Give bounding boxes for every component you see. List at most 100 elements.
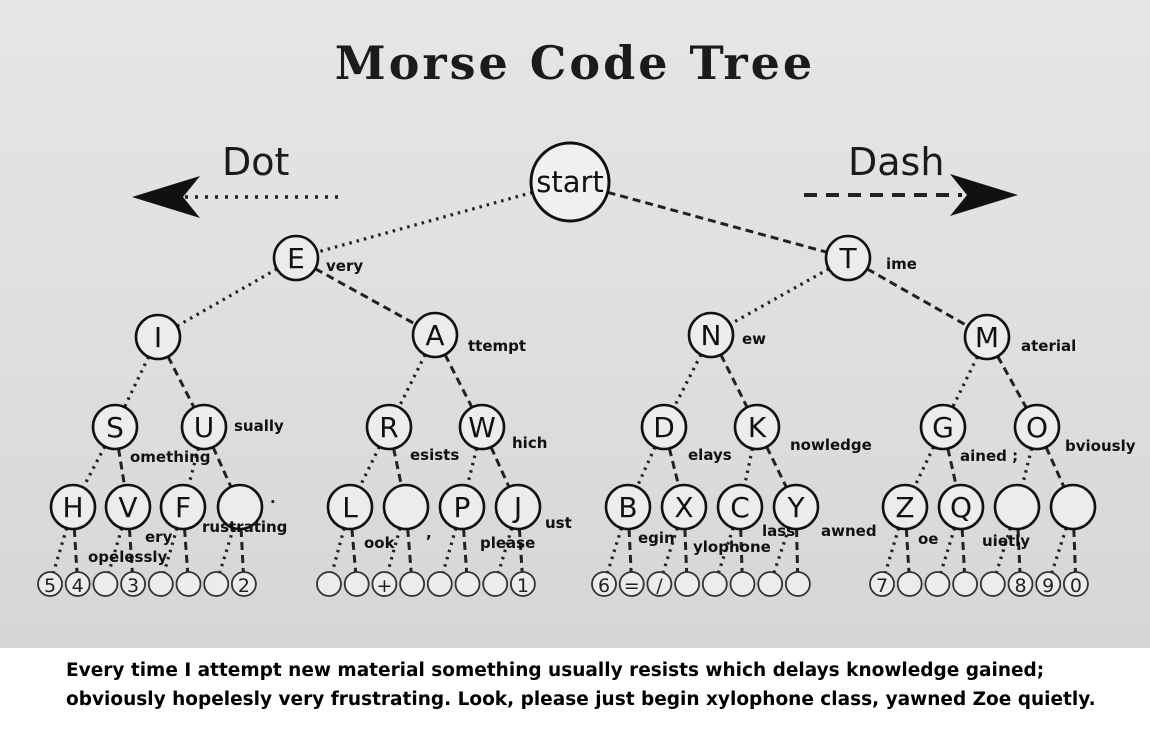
- leaf-node: [1063, 571, 1089, 597]
- annotation-E: very: [326, 257, 364, 275]
- edge-e3-leaf29-dash: [1016, 528, 1022, 573]
- leaf-label: 6: [598, 575, 610, 597]
- edge-e3-leaf28-dot: [994, 527, 1012, 574]
- node-empty: [993, 483, 1041, 531]
- leaf-node: [371, 571, 398, 597]
- leaf-label: +: [376, 575, 392, 597]
- annotation-L: ook: [364, 534, 395, 552]
- leaf-node: [646, 571, 673, 597]
- annotation-A: ttempt: [468, 337, 527, 355]
- node-empty: [216, 483, 264, 531]
- leaf-node: [37, 571, 63, 597]
- leaf-label: 2: [238, 575, 250, 597]
- annotation-S: omething: [130, 448, 211, 466]
- annotation-X: ylophone: [693, 538, 771, 556]
- edge-G-Q-dash: [946, 448, 958, 486]
- leaf-label: 8: [1014, 575, 1026, 597]
- node-I: [134, 313, 182, 361]
- edge-K-C-dot: [743, 448, 754, 486]
- node-Y: [772, 483, 820, 531]
- node-label-P: P: [454, 491, 471, 524]
- annotation-U: sually: [234, 417, 284, 435]
- edge-M-G-dot: [951, 356, 979, 408]
- node-label-L: L: [342, 491, 358, 524]
- edge-A-W-dash: [443, 353, 474, 409]
- annotation-B: egin: [638, 529, 675, 547]
- node-label-J: J: [512, 491, 522, 524]
- leaf-node-empty: [701, 571, 728, 597]
- leaf-label: =: [624, 575, 640, 597]
- leaf-node-empty: [454, 571, 481, 597]
- leaf-node-empty: [175, 571, 202, 597]
- edge-R-L-dot: [358, 446, 381, 488]
- edge-B-leaf16-dot: [606, 527, 623, 574]
- edge-N-D-dot: [672, 353, 703, 409]
- caption-line-2: obviously hopelesly very frustrating. Lo…: [66, 689, 1096, 710]
- leaf-node-empty: [785, 571, 811, 597]
- node-L: [326, 483, 374, 531]
- annotation-P: please: [480, 534, 536, 552]
- annotation-V: ery: [145, 528, 173, 546]
- node-N: [687, 311, 735, 359]
- leaf-node: [591, 571, 617, 597]
- node-O: [1013, 403, 1061, 451]
- edge-e1-leaf6-dot: [218, 527, 236, 574]
- leaf-node-empty: [482, 571, 509, 597]
- edge-W-J-dash: [489, 446, 511, 488]
- leaf-node-empty: [729, 571, 756, 597]
- edge-O-e4-dash: [1044, 446, 1066, 488]
- node-label-H: H: [62, 491, 83, 524]
- node-M: [963, 313, 1011, 361]
- leaf-label: 1: [517, 575, 529, 597]
- node-label-G: G: [932, 411, 954, 444]
- edge-M-O-dash: [996, 355, 1028, 409]
- leaf-label: 9: [1042, 575, 1054, 597]
- node-R: [365, 403, 413, 451]
- node-label-F: F: [175, 491, 191, 524]
- node-F: [159, 483, 207, 531]
- edge-S-V-dash: [117, 448, 126, 486]
- dash-direction-label: Dash: [848, 140, 945, 184]
- node-label-V: V: [118, 491, 137, 524]
- edge-U-F-dot: [187, 447, 200, 487]
- edge-C-leaf20-dot: [717, 527, 735, 574]
- node-label-O: O: [1026, 411, 1048, 444]
- edge-P-leaf13-dash: [462, 528, 469, 573]
- edge-Y-leaf22-dot: [772, 527, 791, 574]
- edge-Z-leaf24-dot: [883, 527, 901, 573]
- edge-E-I-dot: [176, 267, 278, 328]
- edge-E-A-dash: [314, 267, 417, 326]
- annotation-Y: awned: [821, 522, 877, 540]
- leaf-node: [869, 571, 895, 597]
- edge-L-leaf8-dot: [330, 527, 346, 573]
- caption-line-1: Every time I attempt new material someth…: [66, 660, 1045, 681]
- leaf-node: [1007, 571, 1034, 597]
- node-P: [438, 483, 486, 531]
- start-label: start: [536, 165, 604, 199]
- annotation-O: bviously: [1065, 437, 1136, 455]
- node-Z: [881, 483, 929, 531]
- leaf-node-empty: [426, 571, 453, 597]
- annotation-R: esists: [410, 446, 460, 464]
- node-empty: [1049, 483, 1097, 531]
- node-label-I: I: [154, 321, 162, 354]
- node-S: [91, 403, 139, 451]
- leaf-label: 0: [1070, 575, 1082, 597]
- node-J: [494, 483, 542, 531]
- annotation-C: lass: [762, 522, 796, 540]
- leaf-node: [230, 571, 257, 597]
- leaf-node-empty: [399, 571, 426, 597]
- annotation-T: ime: [886, 255, 917, 273]
- node-H: [49, 483, 97, 531]
- edge-T-M-dash: [866, 267, 969, 328]
- annotation-M: aterial: [1021, 337, 1077, 355]
- node-empty: [382, 483, 430, 531]
- edge-e4-leaf30-dot: [1050, 527, 1068, 574]
- annotation-comma: ,: [426, 524, 432, 542]
- edge-V-leaf2-dot: [107, 527, 124, 573]
- node-label-W: W: [468, 411, 496, 444]
- edge-O-e3-dot: [1020, 447, 1034, 487]
- annotation-Q: uietly: [982, 532, 1031, 550]
- leaf-node: [510, 571, 536, 597]
